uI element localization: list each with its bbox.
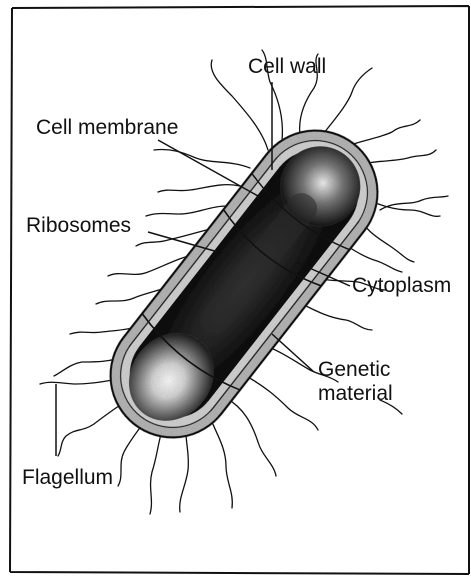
flagellum-strand (246, 376, 318, 430)
label-cell-membrane: Cell membrane (36, 116, 178, 139)
label-cytoplasm: Cytoplasm (352, 274, 451, 297)
flagellum-strand (146, 206, 226, 216)
label-genetic-material-line2: material (318, 382, 393, 405)
leader-genetic-material (272, 334, 314, 372)
label-cell-wall: Cell wall (248, 55, 326, 78)
flagellum-strand (158, 185, 240, 192)
flagellum-strand (226, 398, 276, 476)
label-flagellum: Flagellum (22, 466, 113, 489)
flagellum-strand (208, 412, 232, 508)
leader-cell-membrane (158, 140, 258, 196)
flagellum-strand (320, 68, 372, 138)
flagellum-strand (302, 304, 372, 330)
label-genetic-material-line1: Genetic (318, 358, 390, 381)
label-ribosomes: Ribosomes (26, 214, 131, 237)
